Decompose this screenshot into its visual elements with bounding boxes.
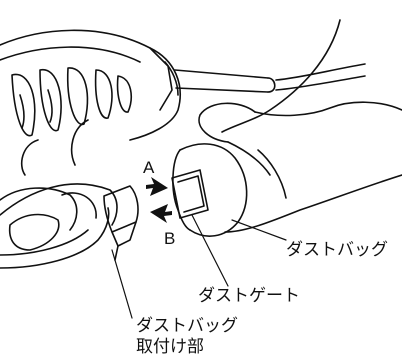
label-mount-line1: ダストバッグ [136, 316, 238, 336]
base-pad [0, 187, 97, 251]
label-dust-bag: ダストバッグ [286, 240, 388, 260]
power-cord [149, 47, 366, 111]
dust-port [103, 185, 139, 261]
grip-ribs [11, 67, 132, 137]
label-mount-line2: 取付け部 [136, 337, 204, 357]
label-arrow-a: A [143, 158, 155, 177]
insert-arrows [146, 177, 172, 223]
sander-body [0, 29, 181, 269]
leader-lines [111, 214, 287, 319]
dust-gate [171, 169, 209, 219]
label-arrow-b: B [164, 229, 176, 248]
label-dust-gate: ダストゲート [198, 286, 300, 306]
hand-holding-bag [172, 19, 402, 237]
